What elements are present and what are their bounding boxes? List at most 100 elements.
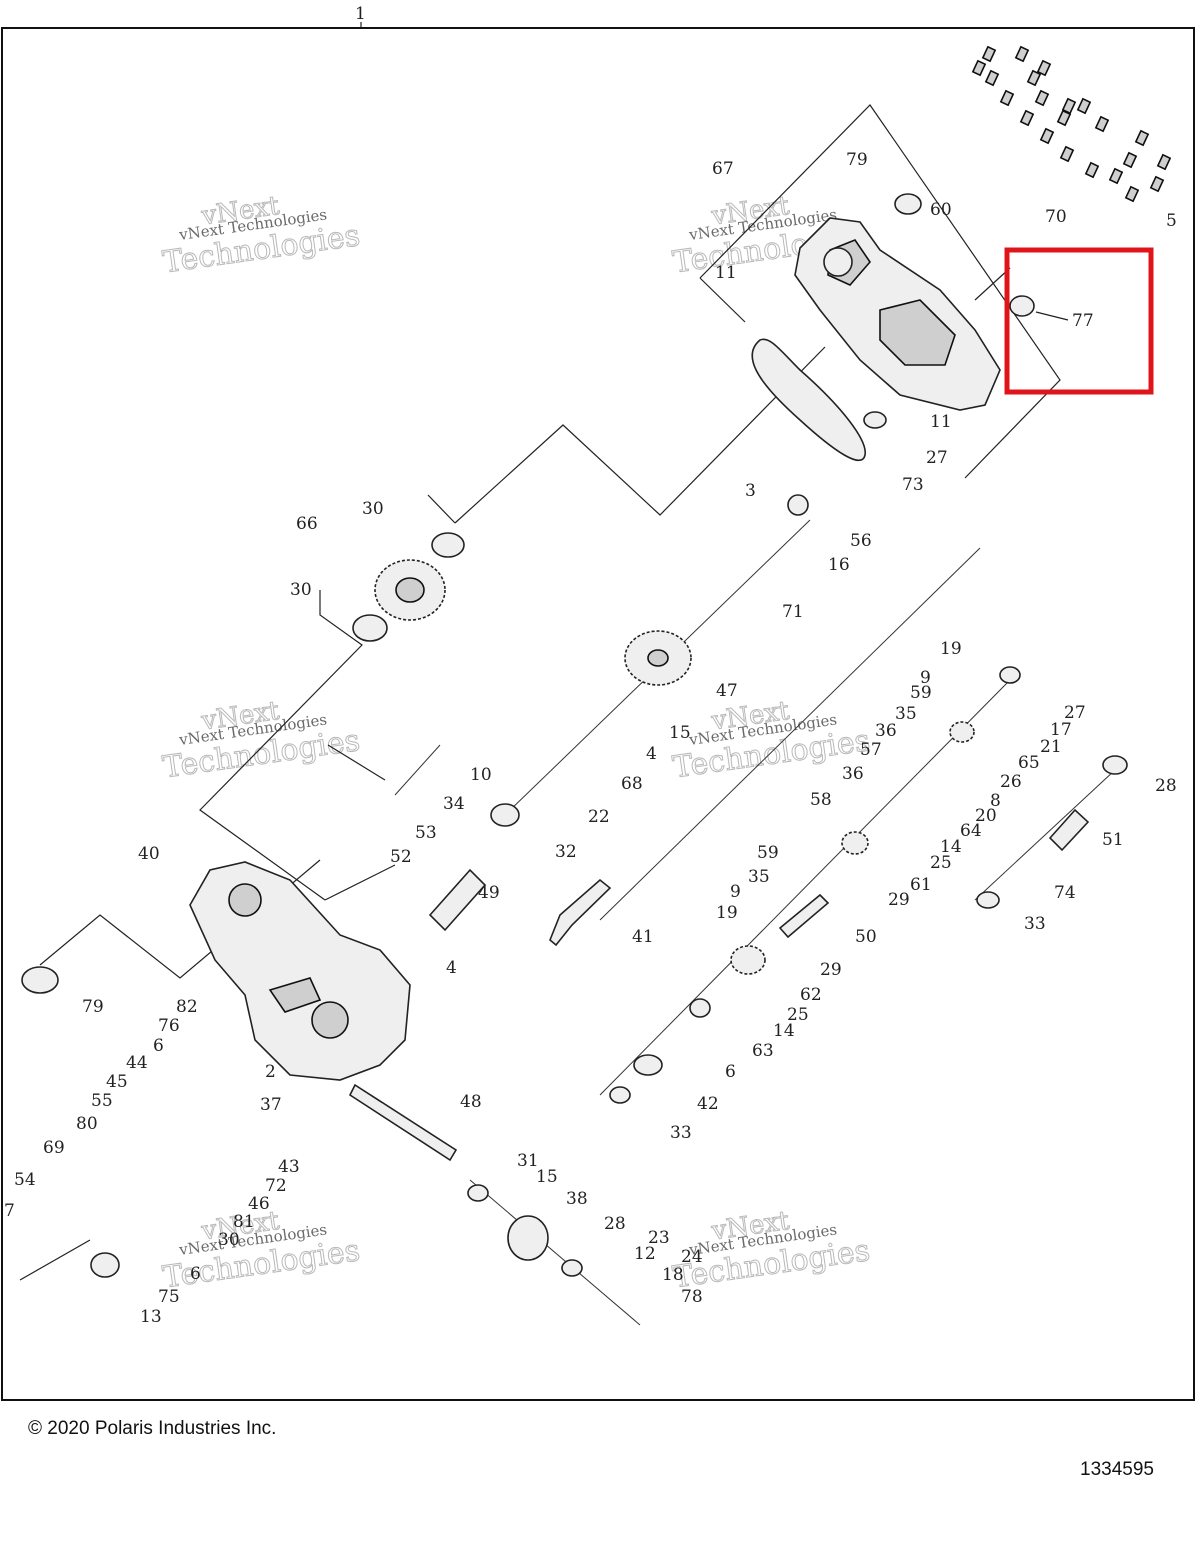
diagram-number: 1334595 — [1080, 1459, 1154, 1480]
callout: 79 — [846, 150, 868, 170]
callout: 80 — [76, 1114, 98, 1134]
callout: 47 — [716, 681, 738, 701]
callout: 22 — [588, 807, 610, 827]
callout: 75 — [158, 1287, 180, 1307]
callout: 50 — [855, 927, 877, 947]
callout: 34 — [443, 794, 465, 814]
callout: 26 — [1000, 772, 1022, 792]
shafts — [348, 808, 1090, 1162]
callout: 30 — [290, 580, 312, 600]
callout: 44 — [126, 1053, 148, 1073]
gears — [90, 494, 975, 1278]
callout: 48 — [460, 1092, 482, 1112]
callout: 49 — [478, 883, 500, 903]
callout: 73 — [902, 475, 924, 495]
callout: 45 — [106, 1072, 128, 1092]
highlight-box — [1004, 247, 1154, 395]
callout: 16 — [828, 555, 850, 575]
callout: 64 — [960, 821, 982, 841]
callout: 31 — [517, 1151, 539, 1171]
callout: 79 — [82, 997, 104, 1017]
callout: 14 — [940, 837, 962, 857]
callout: 27 — [1064, 703, 1086, 723]
callout: 52 — [390, 847, 412, 867]
callout: 17 — [1050, 720, 1072, 740]
shaft-axes — [394, 519, 1116, 1326]
callout: 6 — [153, 1036, 164, 1056]
callout: 6 — [725, 1062, 736, 1082]
callout: 59 — [757, 843, 779, 863]
callout: 9 — [730, 882, 741, 902]
callout: 56 — [850, 531, 872, 551]
callout: 46 — [248, 1194, 270, 1214]
callout: 69 — [43, 1138, 65, 1158]
callout: 5 — [1166, 211, 1177, 231]
callout: 30 — [218, 1230, 240, 1250]
callout: 19 — [716, 903, 738, 923]
callout: 72 — [265, 1176, 287, 1196]
callout: 74 — [1054, 883, 1076, 903]
callout: 65 — [1018, 753, 1040, 773]
callout: 59 — [910, 683, 932, 703]
callout: 15 — [669, 723, 691, 743]
callout: 76 — [158, 1016, 180, 1036]
callout: 3 — [745, 481, 756, 501]
callout: 57 — [860, 740, 882, 760]
callout: 33 — [1024, 914, 1046, 934]
callout: 11 — [715, 263, 737, 283]
callout: 19 — [940, 639, 962, 659]
callout: 41 — [632, 927, 654, 947]
callout: 2 — [265, 1062, 276, 1082]
callout: 71 — [782, 602, 804, 622]
callout: 24 — [681, 1247, 703, 1267]
callout: 18 — [662, 1265, 684, 1285]
callout: 40 — [138, 844, 160, 864]
lower-main-housing — [189, 861, 411, 1081]
callout: 13 — [140, 1307, 162, 1327]
callout: 55 — [91, 1091, 113, 1111]
callout: 15 — [536, 1167, 558, 1187]
callout: 28 — [604, 1214, 626, 1234]
bolt-cluster — [971, 45, 1172, 203]
diagram-frame — [1, 27, 1195, 1401]
callout: 81 — [233, 1212, 255, 1232]
callout-77-highlighted: 77 — [1072, 311, 1094, 331]
callout: 60 — [930, 200, 952, 220]
callout: 9 — [920, 668, 931, 688]
callout: 66 — [296, 514, 318, 534]
callout: 63 — [752, 1041, 774, 1061]
callout: 4 — [646, 744, 657, 764]
callout: 28 — [1155, 776, 1177, 796]
callout: 54 — [14, 1170, 36, 1190]
callout: 38 — [566, 1189, 588, 1209]
callout: 68 — [621, 774, 643, 794]
callout: 30 — [362, 499, 384, 519]
callout: 82 — [176, 997, 198, 1017]
callout: 35 — [895, 704, 917, 724]
callout: 23 — [648, 1228, 670, 1248]
callout: 25 — [787, 1005, 809, 1025]
callout: 4 — [446, 958, 457, 978]
belt-73 — [751, 338, 866, 461]
callout: 20 — [975, 806, 997, 826]
callout: 70 — [1045, 207, 1067, 227]
callout-labels: 67 79 60 70 5 11 77 11 27 73 3 56 16 66 … — [4, 150, 1177, 1327]
callout: 29 — [820, 960, 842, 980]
callout: 32 — [555, 842, 577, 862]
upper-housing-cover — [794, 217, 1001, 411]
callout: 10 — [470, 765, 492, 785]
callout: 36 — [875, 721, 897, 741]
callout: 51 — [1102, 830, 1124, 850]
callout: 11 — [930, 412, 952, 432]
callout: 53 — [415, 823, 437, 843]
callout: 43 — [278, 1157, 300, 1177]
callout: 42 — [697, 1094, 719, 1114]
callout: 67 — [712, 159, 734, 179]
bearings — [21, 193, 1128, 1277]
callout: 61 — [910, 875, 932, 895]
callout: 14 — [773, 1021, 795, 1041]
callout: 8 — [990, 791, 1001, 811]
assembly-number: 1 — [355, 4, 366, 24]
callout: 58 — [810, 790, 832, 810]
